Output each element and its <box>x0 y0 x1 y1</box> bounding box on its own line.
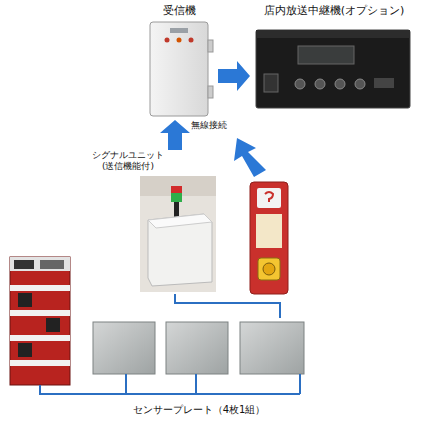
relay-figure-part <box>256 30 410 108</box>
product-display-figure-part <box>10 360 70 366</box>
relay-figure <box>256 30 410 108</box>
product-display-figure-part <box>46 318 60 332</box>
sensor-plates <box>93 322 304 374</box>
receiver-figure-part <box>165 38 170 43</box>
plate-wire-part <box>195 374 197 394</box>
call-button-figure-part <box>257 188 281 208</box>
product-display-figure-part <box>10 257 70 271</box>
receiver-figure-part <box>170 28 188 33</box>
sensor-plates-part <box>93 322 155 374</box>
relay-figure-part <box>264 74 278 92</box>
product-display-figure-part <box>40 260 64 269</box>
call-button-figure-part <box>250 182 288 294</box>
receiver-figure-part <box>150 22 208 116</box>
product-display-figure-part <box>10 285 70 291</box>
product-display-figure-part <box>14 260 34 269</box>
signal-unit-figure-part <box>148 214 212 228</box>
signal-unit-figure-part <box>140 176 216 292</box>
product-display-figure-part <box>10 335 70 341</box>
signal-unit-figure <box>140 176 216 292</box>
wireless-arrow <box>160 120 190 150</box>
relay-figure-part <box>355 79 365 89</box>
product-display-figure-part <box>10 257 70 385</box>
relay-figure-part <box>335 79 345 89</box>
signal-unit-figure-part <box>148 214 212 286</box>
node-heading: 受信機 <box>140 4 218 17</box>
receiver-node: 受信機 <box>140 4 218 120</box>
product-display-figure-part <box>18 293 32 307</box>
call-button-figure-part <box>263 263 275 275</box>
relay-figure-part <box>374 78 394 88</box>
plate-wire-part <box>125 374 127 394</box>
node-heading: センサープレート（4枚1組） <box>88 404 310 416</box>
relay-figure-part <box>298 46 354 64</box>
call-button-figure <box>250 182 288 294</box>
connection-label: 無線接続 <box>190 120 228 131</box>
call-button-figure-part <box>256 214 282 248</box>
relay-figure-part <box>256 30 410 38</box>
product-display-figure <box>10 257 70 385</box>
product-display-figure-part <box>18 343 32 357</box>
call-button-figure-part <box>258 258 280 280</box>
sensor-plates-part <box>240 322 304 374</box>
signal-unit-figure-part <box>171 193 182 202</box>
signal-unit-figure-part <box>171 186 182 193</box>
receiver-figure-part <box>208 86 213 98</box>
relay-figure-part <box>295 79 305 89</box>
signal-unit-node: シグナルユニット (送信機能付) <box>88 150 218 294</box>
signal-wire <box>175 294 280 318</box>
relay-node: 店内放送中継機(オプション) <box>250 4 418 114</box>
relay-figure-part <box>315 79 325 89</box>
receiver-figure-part <box>177 38 182 43</box>
plate-wire-part <box>40 385 300 394</box>
receiver-figure-part <box>208 40 213 52</box>
node-heading: シグナルユニット (送信機能付) <box>88 150 168 172</box>
sensor-plates-part <box>166 322 228 374</box>
wireless-arrow <box>234 138 266 177</box>
plate-wire <box>40 374 300 394</box>
receiver-figure-part <box>189 38 194 43</box>
sensor-plate-node: センサープレート（4枚1組） <box>88 318 310 418</box>
wireless-arrow <box>218 61 250 91</box>
plate-wire-part <box>299 374 301 394</box>
receiver-figure <box>150 22 213 116</box>
product-display-figure-part <box>10 310 70 316</box>
node-heading: 店内放送中継機(オプション) <box>250 4 418 17</box>
call-button-figure-part <box>265 192 273 202</box>
